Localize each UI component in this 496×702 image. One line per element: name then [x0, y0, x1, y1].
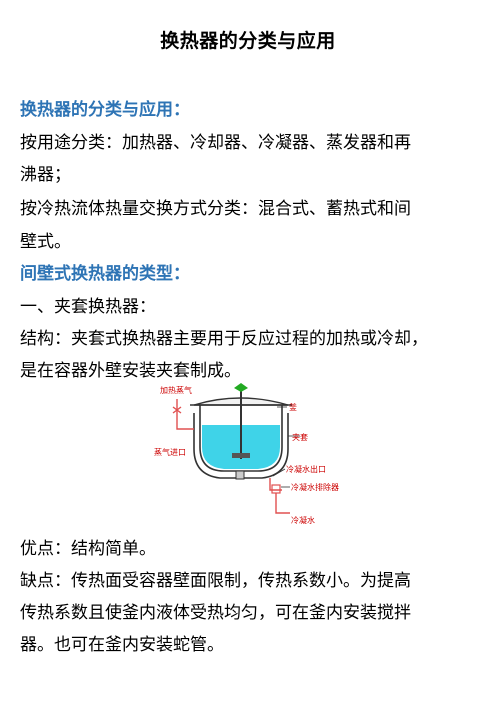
- text-line-disadvantages: 缺点：传热面受容器壁面限制，传热系数小。为提高: [20, 571, 411, 591]
- label-condensate-outlet: 冷凝水出口: [286, 464, 326, 474]
- text-line: 一、夹套换热器：: [20, 297, 156, 317]
- text-line: 按冷热流体热量交换方式分类：混合式、蓄热式和间: [20, 199, 411, 219]
- leader-line: [272, 468, 286, 477]
- condensate-drain-pipe: [275, 493, 290, 514]
- jacketed-vessel-diagram: 加热蒸气 蒸气进口 釜 夹套 冷凝水出口 冷凝水排除器 冷凝水: [150, 383, 350, 528]
- text-line: 结构：夹套式换热器主要用于反应过程的加热或冷却，: [20, 329, 428, 349]
- text-line: 按用途分类：加热器、冷却器、冷凝器、蒸发器和再: [20, 133, 411, 153]
- text-line: 沸器；: [20, 165, 71, 185]
- text-line-advantages: 优点：结构简单。: [20, 539, 156, 559]
- section-heading-types: 间壁式换热器的类型：: [20, 264, 190, 284]
- condensate-pipe: [269, 478, 282, 491]
- text-line: 壁式。: [20, 232, 71, 252]
- agitator-blade: [232, 453, 250, 458]
- steam-valve-icon: [172, 406, 182, 414]
- label-condensate-drain: 冷凝水排除器: [291, 482, 339, 492]
- text-line: 是在容器外壁安装夹套制成。: [20, 361, 241, 381]
- text-line: 器。也可在釜内安装蛇管。: [20, 635, 224, 655]
- steam-inlet-pipe: [176, 399, 194, 430]
- steam-trap-icon: [271, 484, 281, 494]
- label-steam-heating: 加热蒸气: [160, 385, 192, 395]
- label-jacket: 夹套: [292, 432, 308, 442]
- label-steam-inlet: 蒸气进口: [154, 447, 186, 457]
- label-condensate: 冷凝水: [291, 515, 315, 525]
- agitator-motor-icon: [234, 383, 248, 392]
- label-lid: 釜: [289, 402, 297, 412]
- section-heading-classification: 换热器的分类与应用：: [20, 100, 190, 120]
- vessel-bottom-outlet: [235, 470, 245, 480]
- page-title: 换热器的分类与应用: [160, 30, 336, 52]
- text-line: 传热系数且使釜内液体受热均匀，可在釜内安装搅拌: [20, 603, 411, 623]
